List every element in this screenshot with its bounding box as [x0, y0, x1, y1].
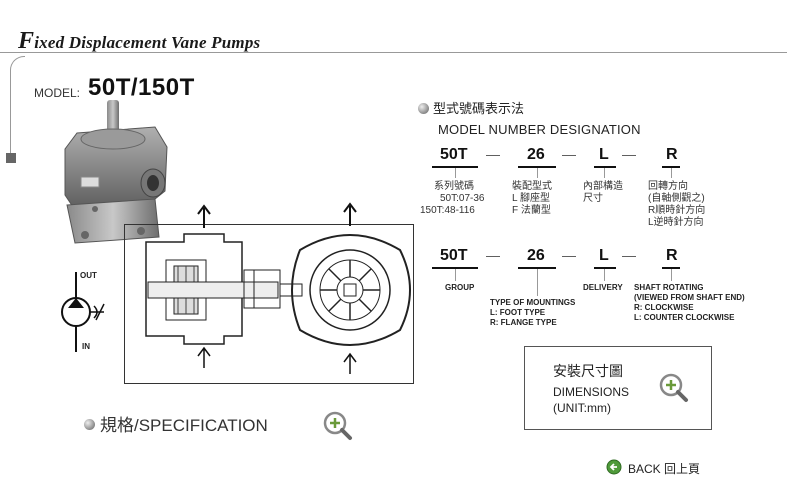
- code-underline: [432, 267, 478, 269]
- code-separator: —: [622, 146, 636, 162]
- page-title: Fixed Displacement Vane Pumps: [18, 28, 261, 54]
- specification-link[interactable]: 規格/SPECIFICATION: [100, 416, 268, 435]
- back-arrow-icon[interactable]: [606, 459, 622, 475]
- code-underline: [594, 166, 616, 168]
- magnifier-plus-icon[interactable]: [323, 411, 353, 441]
- designation-title-cn: 型式號碼表示法: [418, 98, 524, 117]
- note-mounting-cn: 裝配型式 L 腳座型 F 法蘭型: [512, 181, 552, 216]
- note-rotation-en: SHAFT ROTATING (VIEWED FROM SHAFT END) R…: [634, 283, 745, 322]
- code-underline: [662, 267, 680, 269]
- code-separator: —: [562, 247, 576, 263]
- code-underline: [662, 166, 680, 168]
- leader-line: [537, 269, 538, 296]
- leader-line: [604, 269, 605, 281]
- header-divider: [0, 52, 787, 53]
- leader-line: [671, 168, 672, 178]
- leader-line: [455, 168, 456, 178]
- code-group: 50T: [440, 146, 468, 163]
- code-underline: [518, 166, 556, 168]
- magnifier-plus-icon[interactable]: [659, 373, 689, 403]
- cutaway-diagram: [145, 202, 411, 374]
- pump-photo: [64, 100, 168, 244]
- note-mounting-en: TYPE OF MOUNTINGS L: FOOT TYPE R: FLANGE…: [490, 298, 576, 327]
- code-separator: —: [562, 146, 576, 162]
- back-link[interactable]: BACK 回上頁: [628, 462, 701, 476]
- code-rotation: R: [666, 146, 678, 163]
- note-delivery-en: DELIVERY: [583, 283, 623, 292]
- side-marker: [6, 153, 16, 163]
- symbol-in-label: IN: [82, 342, 90, 351]
- code-rotation: R: [666, 247, 678, 264]
- code-delivery: L: [599, 146, 609, 163]
- dimensions-unit: (UNIT:mm): [553, 401, 611, 415]
- dimensions-link[interactable]: 安裝尺寸圖 DIMENSIONS (UNIT:mm): [524, 346, 712, 430]
- code-underline: [594, 267, 616, 269]
- designation-title-en: MODEL NUMBER DESIGNATION: [438, 122, 641, 137]
- pump-symbol-icon: [61, 272, 105, 352]
- note-rotation-cn: 回轉方向 (自軸側觀之) R順時針方向 L逆時針方向: [648, 181, 706, 228]
- code-underline: [518, 267, 556, 269]
- spec-bullet-wrap: [84, 417, 95, 435]
- cutaway-diagram-frame: [124, 224, 414, 384]
- note-group-cn: 系列號碼 50T:07-36 150T:48-116: [420, 181, 485, 216]
- side-decoration: [10, 56, 25, 157]
- leader-line: [604, 168, 605, 178]
- note-group-en: GROUP: [445, 283, 475, 292]
- model-label: MODEL:: [34, 86, 81, 100]
- bullet-icon: [418, 103, 429, 114]
- code-underline: [432, 166, 478, 168]
- note-delivery-cn: 內部構造 尺寸: [583, 181, 623, 204]
- leader-line: [537, 168, 538, 178]
- code-separator: —: [486, 146, 500, 162]
- code-separator: —: [622, 247, 636, 263]
- code-delivery: L: [599, 247, 609, 264]
- code-group: 50T: [440, 247, 468, 264]
- leader-line: [455, 269, 456, 281]
- code-mounting: 26: [527, 247, 545, 264]
- bullet-icon: [84, 419, 95, 430]
- code-mounting: 26: [527, 146, 545, 163]
- dimensions-title-cn: 安裝尺寸圖: [553, 363, 623, 379]
- code-separator: —: [486, 247, 500, 263]
- dimensions-title-en: DIMENSIONS: [553, 385, 630, 399]
- leader-line: [671, 269, 672, 281]
- model-value: 50T/150T: [88, 74, 195, 101]
- symbol-out-label: OUT: [80, 271, 97, 280]
